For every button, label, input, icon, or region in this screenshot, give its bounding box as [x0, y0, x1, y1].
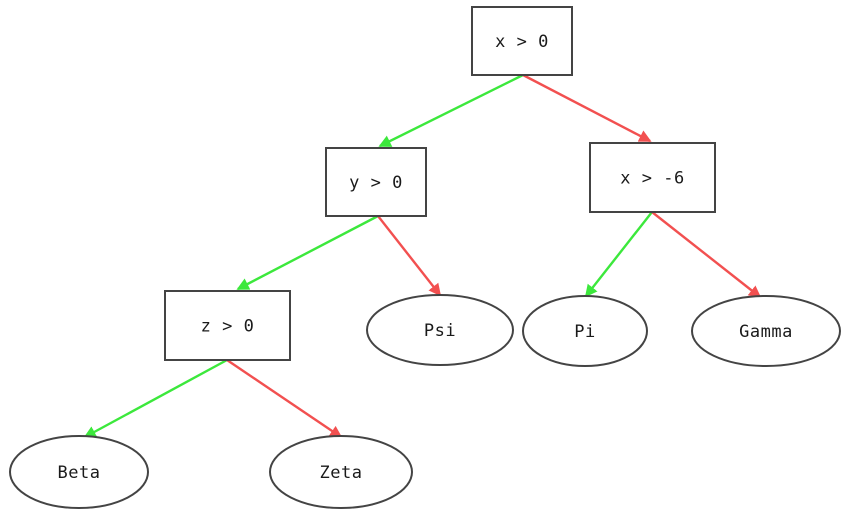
decision-node-box [164, 290, 291, 361]
leaf-node-label: Zeta [320, 463, 363, 483]
leaf-node-ellipse [9, 435, 149, 509]
decision-node-label: x > -6 [620, 169, 684, 189]
edge-root-to-n_y-true [378, 73, 524, 148]
edge-n_x6-to-gamma-false [651, 211, 762, 299]
decision-node-box [471, 6, 573, 76]
leaf-node-ellipse [366, 294, 514, 366]
leaf-node-ellipse [269, 435, 413, 509]
leaf-node-ellipse [691, 295, 841, 367]
leaf-node-label: Gamma [739, 322, 793, 342]
leaf-node-ellipse [522, 295, 648, 367]
leaf-node-beta[interactable]: Beta [9, 435, 149, 509]
decision-node-n_x6[interactable]: x > -6 [589, 142, 716, 213]
decision-node-n_z[interactable]: z > 0 [164, 290, 291, 361]
edge-root-to-n_x6-false [522, 73, 652, 143]
edge-layer [83, 73, 762, 439]
leaf-node-psi[interactable]: Psi [366, 294, 514, 366]
decision-node-root[interactable]: x > 0 [471, 6, 573, 76]
edge-n_z-to-zeta-false [226, 359, 343, 438]
decision-node-n_y[interactable]: y > 0 [325, 147, 427, 217]
decision-node-label: y > 0 [349, 173, 403, 193]
edge-n_z-to-beta-true [83, 358, 228, 439]
edge-n_y-to-psi-false [377, 215, 442, 297]
leaf-node-label: Beta [58, 463, 101, 483]
decision-node-label: z > 0 [201, 317, 255, 337]
edge-n_x6-to-pi-true [584, 211, 653, 298]
decision-node-label: x > 0 [495, 32, 549, 52]
leaf-node-label: Psi [424, 321, 456, 341]
edge-n_y-to-n_z-true [236, 214, 379, 291]
decision-node-box [325, 147, 427, 217]
leaf-node-pi[interactable]: Pi [522, 295, 648, 367]
leaf-node-zeta[interactable]: Zeta [269, 435, 413, 509]
decision-node-box [589, 142, 716, 213]
leaf-node-gamma[interactable]: Gamma [691, 295, 841, 367]
leaf-node-label: Pi [574, 322, 595, 342]
